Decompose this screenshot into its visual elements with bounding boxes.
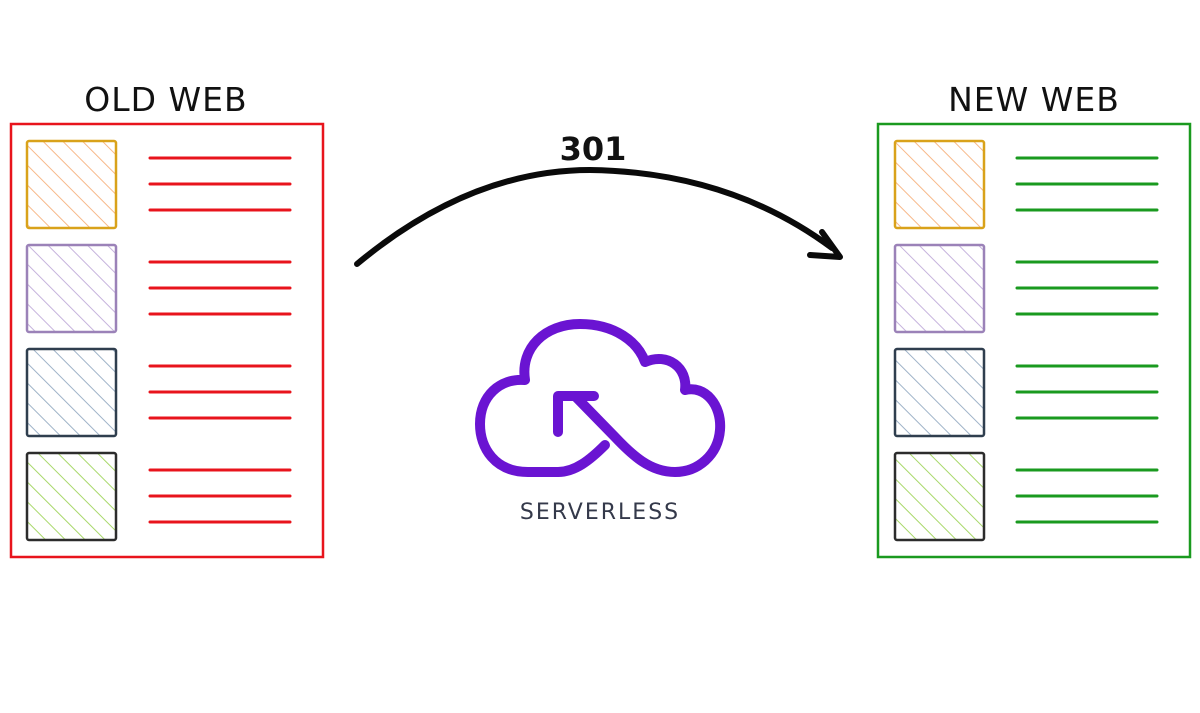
new-web-text-lines-1 — [1015, 156, 1159, 212]
new-web-block-purple — [893, 243, 986, 334]
old-web-block-purple — [25, 243, 118, 334]
old-web-text-lines-4 — [148, 468, 292, 524]
new-web-block-orange — [893, 139, 986, 230]
new-web-block-slate — [893, 347, 986, 438]
redirect-status-code: 301 — [559, 130, 627, 168]
new-web-page — [876, 122, 1192, 559]
arrow-head-icon — [807, 229, 843, 260]
old-web-page — [9, 122, 325, 559]
new-web-text-lines-2 — [1015, 260, 1159, 316]
new-web-block-green — [893, 451, 986, 542]
serverless-cloud-icon — [475, 319, 726, 477]
redirect-arrow-curve — [354, 166, 835, 267]
old-web-title: OLD WEB — [84, 80, 248, 119]
new-web-title: NEW WEB — [948, 80, 1120, 119]
new-web-text-lines-3 — [1015, 364, 1159, 420]
new-web-frame — [876, 122, 1192, 559]
old-web-text-lines-2 — [148, 260, 292, 316]
serverless-label: SERVERLESS — [519, 500, 681, 525]
old-web-text-lines-1 — [148, 156, 292, 212]
old-web-block-slate — [25, 347, 118, 438]
old-web-block-green — [25, 451, 118, 542]
old-web-text-lines-3 — [148, 364, 292, 420]
new-web-text-lines-4 — [1015, 468, 1159, 524]
old-web-frame — [9, 122, 325, 559]
redirect-arrow — [354, 166, 843, 267]
old-web-block-orange — [25, 139, 118, 230]
